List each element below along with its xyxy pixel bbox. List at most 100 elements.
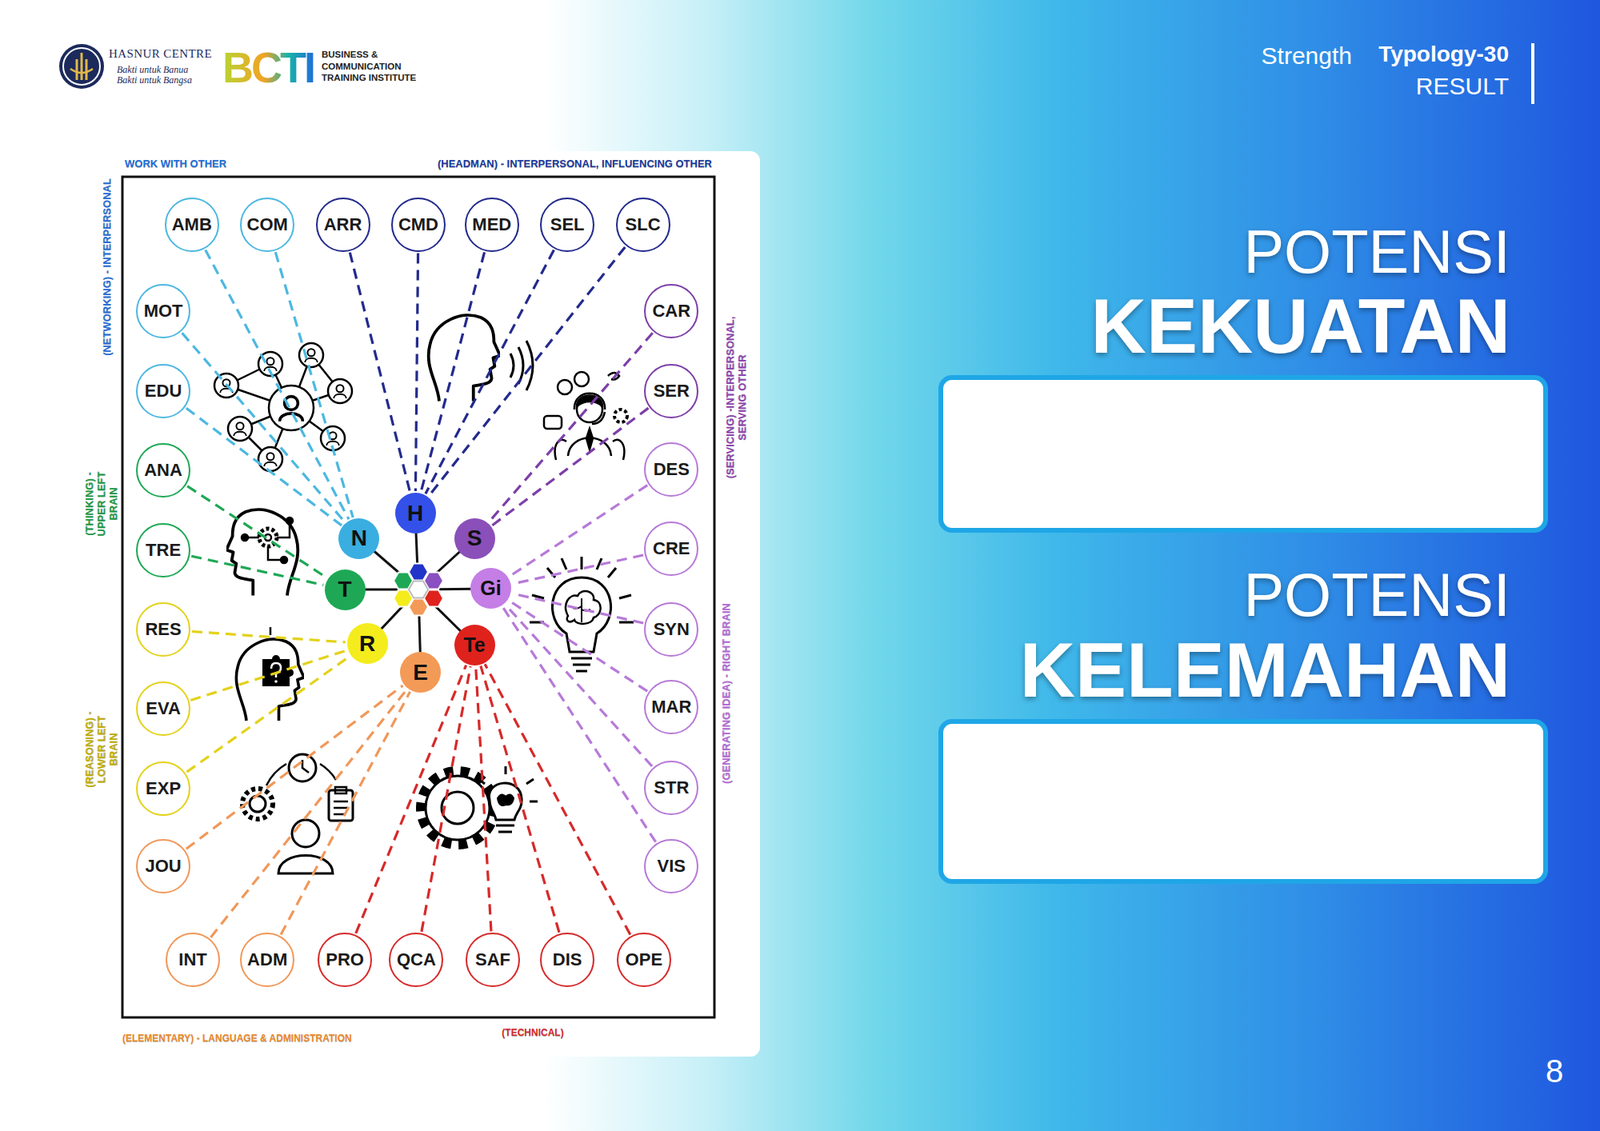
node-label: MOT	[144, 302, 184, 320]
hexagon-cluster	[408, 581, 428, 599]
lightbulb-brain-icon	[529, 556, 634, 623]
dashed-connector	[484, 664, 631, 935]
dashed-connector	[349, 252, 410, 492]
admin-person-icon	[266, 764, 336, 786]
node-label: DIS	[552, 951, 583, 969]
dashed-connector	[488, 332, 653, 522]
zone-label: (THINKING) - UPPER LEFT BRAIN	[84, 457, 120, 552]
dashed-connector	[182, 332, 345, 522]
node-label: ADM	[247, 951, 288, 969]
page-number: 8	[1545, 1052, 1564, 1090]
node-label: PRO	[325, 951, 364, 969]
strength-circle: QCA	[388, 932, 444, 988]
diagram-card	[122, 176, 715, 1018]
service-person-icon	[574, 393, 605, 424]
dashed-connector	[503, 607, 656, 843]
node-label: MAR	[651, 698, 692, 716]
service-person-icon	[574, 372, 589, 387]
hub-circle: N	[338, 518, 380, 560]
gear-bulb-icon	[497, 794, 514, 806]
strength-circle: CMD	[391, 197, 446, 252]
answer-box	[940, 721, 1546, 882]
hasnur-logo	[63, 48, 100, 85]
answer-box	[940, 377, 1546, 531]
node-label: RES	[144, 620, 181, 639]
dashed-connector	[275, 252, 353, 518]
node-label: H	[407, 502, 424, 525]
brand-subtitle: TRAINING INSTITUTE	[321, 72, 416, 84]
dashed-connector	[210, 689, 407, 938]
puzzle-head-icon	[236, 639, 304, 721]
hub-circle: Gi	[470, 568, 512, 609]
strength-circle: CAR	[644, 284, 699, 339]
node-label: EVA	[145, 700, 181, 718]
network-icon	[264, 452, 277, 467]
zone-label: (ELEMENTARY) - LANGUAGE & ADMINISTRATION	[122, 1033, 352, 1045]
node-label: AMB	[172, 216, 212, 234]
section-heading: KELEMAHAN	[1020, 626, 1511, 715]
hub-circle: H	[395, 492, 436, 534]
strength-circle: ADM	[240, 932, 295, 988]
strength-circle: VIS	[644, 839, 699, 894]
dashed-connector	[186, 408, 342, 526]
network-icon	[228, 416, 252, 441]
strength-circle: RES	[136, 602, 191, 657]
header-word: Strength	[1261, 42, 1352, 71]
gear-bulb-icon	[420, 766, 538, 845]
hub-circle: R	[347, 623, 388, 664]
node-label: JOU	[144, 857, 181, 876]
speaking-head-icon	[428, 315, 500, 401]
gear-bulb-icon	[478, 766, 538, 802]
node-label: S	[467, 527, 483, 550]
network-icon	[233, 422, 247, 436]
dashed-connector	[190, 650, 347, 700]
strength-circle: STR	[644, 760, 699, 816]
admin-person-icon	[288, 754, 316, 782]
dashed-connector	[415, 253, 418, 492]
node-label: TRE	[145, 541, 181, 560]
admin-person-icon	[292, 820, 320, 848]
dashed-connector	[480, 665, 560, 932]
node-label: DES	[653, 460, 690, 479]
node-label: INT	[178, 951, 207, 969]
zone-label: (TECHNICAL)	[501, 1028, 564, 1040]
brand-logo-text: BCTI	[222, 42, 314, 92]
brand-subtitle: COMMUNICATION	[321, 61, 401, 72]
strength-circle: CRE	[644, 521, 699, 576]
node-label: Te	[463, 635, 485, 656]
strength-circle: EVA	[136, 681, 191, 736]
service-person-icon	[555, 440, 625, 460]
node-label: N	[351, 527, 368, 550]
node-label: SLC	[625, 216, 661, 234]
dashed-connector	[505, 604, 652, 767]
strength-circle: EXP	[136, 761, 191, 816]
diagram-card	[107, 151, 760, 1057]
strength-circle: SAF	[465, 932, 520, 988]
node-label: STR	[653, 779, 689, 797]
strength-circle: AMB	[164, 197, 220, 252]
node-label: ANA	[144, 461, 183, 480]
dashed-connector	[192, 631, 346, 642]
speaking-head-icon	[510, 340, 533, 391]
node-label: ARR	[324, 216, 363, 234]
puzzle-head-icon	[269, 627, 272, 636]
section-heading: KEKUATAN	[1091, 282, 1511, 371]
dashed-connector	[187, 486, 327, 578]
hasnur-logo	[70, 68, 93, 73]
dashed-connector	[191, 556, 324, 585]
zone-label: (NETWORKING) - INTERPERSONAL	[101, 178, 114, 356]
node-label: CMD	[398, 216, 439, 234]
header-title: Typology-30	[1378, 41, 1509, 68]
dashed-connector	[492, 408, 648, 526]
thinking-head-icon	[280, 556, 288, 564]
node-label: R	[359, 632, 376, 656]
dashed-connector	[509, 600, 648, 692]
node-label: E	[412, 661, 428, 684]
node-label: OPE	[625, 951, 663, 969]
strength-circle: COM	[240, 197, 295, 252]
strength-circle: INT	[165, 932, 220, 988]
dashed-connector	[280, 692, 411, 936]
hexagon-cluster	[393, 564, 444, 616]
thinking-head-icon	[241, 534, 248, 541]
node-label: CAR	[652, 302, 691, 320]
